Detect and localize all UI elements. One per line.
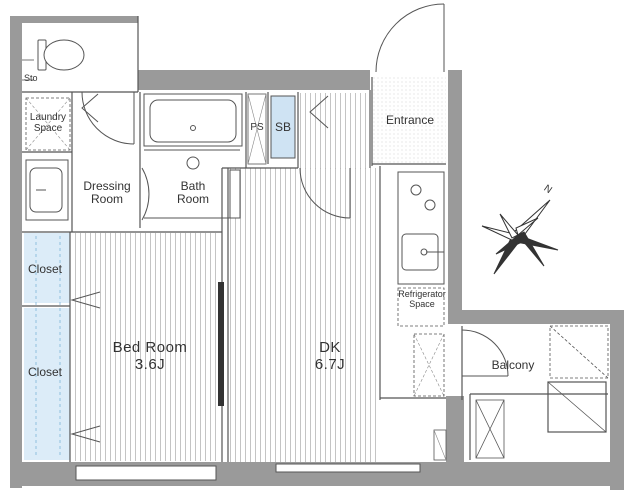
bath-fixtures (144, 149, 241, 219)
bath-line-2: Room (176, 192, 209, 207)
storage-box (413, 333, 445, 397)
laundry-label: Laundry Space (26, 112, 70, 134)
kitchen-floor (298, 93, 370, 169)
bottom-window (75, 463, 421, 481)
dk-name: DK (319, 339, 341, 356)
closet-lower-fill (24, 308, 70, 460)
bedroom-label: Bed Room 3.6J (90, 339, 210, 373)
bedroom-size: 3.6J (134, 355, 166, 373)
kitchen-counter (397, 171, 445, 285)
entrance-label: Entrance (385, 113, 435, 127)
balcony-units (475, 325, 609, 459)
sto-label: Sto (24, 73, 38, 83)
sb-box (270, 95, 296, 159)
balcony-label: Balcony (491, 358, 535, 372)
bathtub-icon (143, 93, 243, 147)
entrance-floor (372, 77, 446, 163)
bedroom-floor (72, 233, 220, 461)
closet-upper-label: Closet (27, 262, 62, 276)
dk-size: 6.7J (314, 355, 346, 373)
bath-room-label: Bath Room (160, 179, 226, 207)
washbasin-icon (25, 159, 69, 221)
inner-walls (22, 16, 608, 462)
compass-icon (481, 199, 559, 275)
bath-line-1: Bath (180, 179, 206, 193)
ps-box (247, 93, 267, 165)
closet-lower-label: Closet (27, 365, 62, 379)
toilet-icon (37, 39, 85, 71)
ps-label: PS (250, 122, 264, 133)
dk-floor (228, 168, 380, 462)
outer-walls (10, 16, 624, 490)
refrigerator-line-1: Refrigerator (398, 289, 446, 299)
sb-label: SB (274, 120, 291, 134)
laundry-line-2: Space (33, 123, 63, 134)
laundry-space-box (25, 97, 71, 151)
dressing-room-label: Dressing Room (74, 179, 140, 207)
refrigerator-line-2: Space (409, 298, 435, 309)
closet-doors (70, 93, 329, 443)
dk-label: DK 6.7J (270, 339, 390, 373)
door-swings (81, 91, 509, 377)
bedroom-name: Bed Room (112, 339, 188, 356)
refrigerator-label: Refrigerator Space (386, 289, 458, 310)
refrigerator-space-box (397, 287, 445, 327)
laundry-line-1: Laundry (29, 112, 67, 123)
closet-upper-fill (24, 233, 70, 303)
entrance-door (375, 3, 445, 73)
dressing-line-1: Dressing (83, 179, 131, 193)
dressing-line-2: Room (90, 192, 123, 207)
